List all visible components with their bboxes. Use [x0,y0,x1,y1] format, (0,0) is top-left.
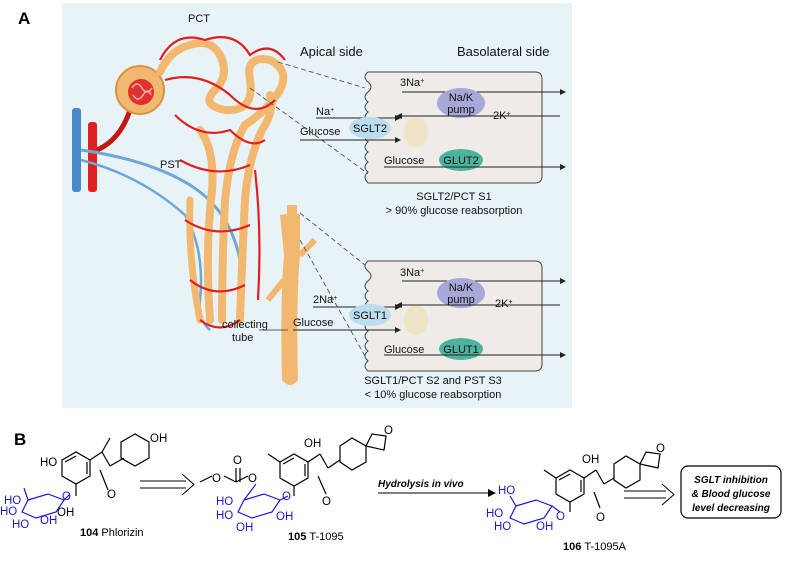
c105-sugar-ho-1: HO [216,496,233,508]
pst-label: PST [160,159,182,171]
nephron-tubules [156,39,288,324]
compound-105-sugar [237,483,289,519]
compound-104-structure [61,433,150,496]
outcome-box [680,465,782,519]
c104-carbonyl-o: O [107,489,116,501]
zoom-connector-lines [249,61,371,366]
compound-104-sugar [21,487,71,519]
c105-sugar-ho-2: HO [216,510,233,522]
c104-sugar-oh: OH [40,515,57,527]
c106-sugar-o: O [556,511,565,523]
c104-sugar-ho-2: HO [0,506,17,518]
c106-oh: OH [582,454,599,466]
outcome-line-1: SGLT inhibition [694,475,768,486]
cell2-caption-2: < 10% glucose reabsorption [365,389,502,401]
cell1-nak-pump [437,88,485,118]
c104-sugar-o: O [62,491,71,503]
c105-furan-o: O [384,425,393,437]
cell2-na-in: 2Na+ [313,294,337,306]
cell2-caption-1: SGLT1/PCT S2 and PST S3 [364,375,502,387]
cell2-nak-pump [437,278,485,308]
c106-furan-o: O [656,443,665,455]
collecting-tube-label-2: tube [232,332,253,344]
cell1-glut2 [439,149,483,171]
cell2-pump-label-2: pump [447,294,475,306]
collecting-duct [265,205,318,385]
cell1-glucose-mid: Glucose [384,155,424,167]
c106-carbonyl-o: O [596,512,605,524]
c105-carbonate-o-2: O [233,455,242,467]
c105-sugar-oh-2: OH [276,511,293,523]
cell1-glut2-label: GLUT2 [443,155,478,167]
c105-sugar-oh: OH [236,522,253,534]
pct-label: PCT [188,13,210,25]
cell2-glut1 [439,338,483,360]
cell1-caption-1: SGLT2/PCT S1 [416,191,491,203]
cell1-pump-label-1: Na/K [449,92,474,104]
panel-b-letter: B [14,430,26,449]
cell1-caption-2: > 90% glucose reabsorption [386,205,523,217]
outcome-line-2: & Blood glucose [692,489,771,500]
cell2-pump-label-1: Na/K [449,282,474,294]
glomerulus [115,65,165,115]
c106-sugar-ho-2: HO [486,508,503,520]
c106-sugar-ho-3: HO [494,521,511,533]
cell-sglt2: 3Na+ Na/K pump 2K+ Na+ SGLT2 Glucose Glu… [300,71,566,217]
arrow-104-to-105 [140,473,195,496]
c104-sugar-ho-3: HO [12,519,29,531]
cell2-glucose-in: Glucose [293,317,333,329]
c106-sugar-oh: OH [536,521,553,533]
compound-105-carbonate [199,468,249,483]
c105-carbonate-o-1: O [212,473,221,485]
c106-sugar-ho-1: HO [498,485,515,497]
cell2-glucose-mid: Glucose [384,344,424,356]
compound-106-sugar [509,495,561,525]
arrow-106-to-outcome [624,483,675,506]
c104-oh-1: OH [150,433,167,445]
c105-sugar-o: O [282,491,291,503]
cell1-pump-label-2: pump [447,104,475,116]
panel-a-letter: A [18,9,30,28]
basolateral-side-label: Basolateral side [457,44,550,59]
cell1-sglt2-label: SGLT2 [353,123,387,135]
cell2-sglt1 [349,304,391,326]
cell1-na3-text: 3Na+ [400,77,424,89]
cell2-sglt1-label: SGLT1 [353,310,387,322]
c104-oh-2: OH [57,507,74,519]
hydrolysis-arrow [378,489,496,497]
cell-sglt1: 3Na+ Na/K pump 2K+ 2Na+ SGLT1 Glucose Gl… [293,260,566,401]
c105-carbonate-o-3: O [248,473,257,485]
cell2-glut1-label: GLUT1 [443,344,478,356]
outcome-line-3: level decreasing [692,503,770,514]
cell1-sglt2 [349,117,391,139]
c104-ho-1: HO [40,457,57,469]
cell1-glucose-in: Glucose [300,126,340,138]
collecting-tube-label-1: collecting [222,319,268,331]
compound-106-structure [543,451,661,512]
cell2-na3-text: 3Na+ [400,267,424,279]
c105-oh: OH [304,438,321,450]
c105-carbonyl-o: O [322,496,331,508]
capillary-network [159,36,286,329]
cell2-k2-text: 2K+ [495,298,513,310]
apical-side-label: Apical side [300,44,363,59]
c104-sugar-ho-1: HO [4,495,21,507]
compound-105-structure [267,433,387,496]
hydrolysis-label: Hydrolysis in vivo [378,479,464,490]
cell1-na-in: Na+ [316,106,334,118]
